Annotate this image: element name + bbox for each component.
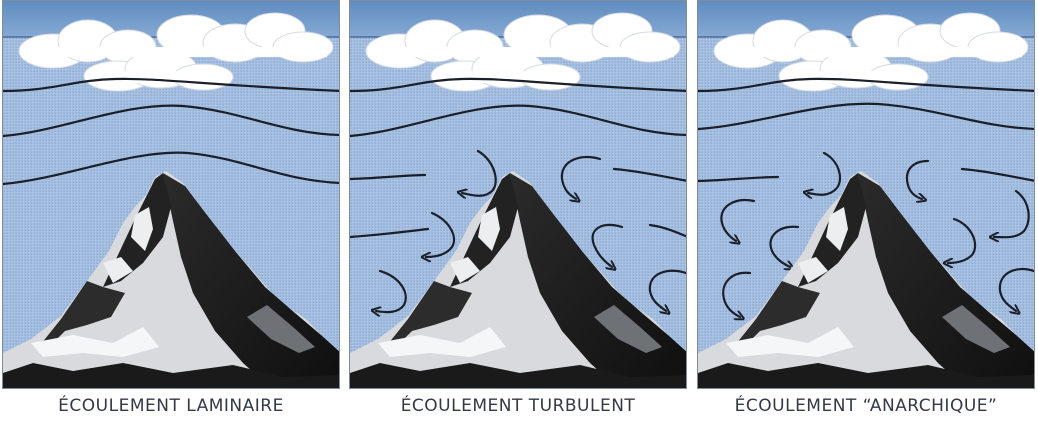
eddy-arrow <box>720 199 756 241</box>
eddy-arrows <box>720 151 1034 317</box>
eddy-arrow <box>722 271 752 317</box>
flow-lines <box>698 77 1034 183</box>
flow-line <box>350 77 686 93</box>
flow-line <box>960 167 1034 182</box>
flow-line <box>350 227 430 239</box>
eddy-arrow <box>648 269 686 311</box>
eddy-arrow <box>462 149 497 196</box>
panel-anarchic-flow <box>697 0 1035 389</box>
eddy-arrow <box>591 223 624 267</box>
caption-anarchic: ÉCOULEMENT “ANARCHIQUE” <box>734 396 998 416</box>
panel-turbulent-flow <box>349 0 687 389</box>
eddy-arrow <box>998 267 1034 311</box>
eddy-arrow <box>994 189 1030 237</box>
laminar-flow-illustration <box>3 1 339 388</box>
mountain-peak <box>698 171 1034 388</box>
mountain-peak <box>350 171 686 388</box>
cloud-group <box>365 12 681 92</box>
eddy-arrow <box>426 211 456 257</box>
flow-lines <box>350 77 686 239</box>
anarchic-flow-illustration <box>698 1 1034 388</box>
flow-line <box>612 167 686 182</box>
flow-line <box>698 102 1034 131</box>
flow-line <box>648 223 686 238</box>
eddy-arrow <box>905 159 930 199</box>
flow-line <box>350 173 427 181</box>
eddy-arrow <box>948 217 977 263</box>
eddy-arrows <box>376 149 686 312</box>
flow-line <box>3 77 339 93</box>
flow-line <box>3 151 339 186</box>
flow-line <box>3 104 339 138</box>
flow-lines <box>3 77 339 186</box>
turbulent-flow-illustration <box>350 1 686 388</box>
flow-line <box>350 104 686 138</box>
caption-laminar: ÉCOULEMENT LAMINAIRE <box>58 396 284 416</box>
eddy-arrow <box>376 269 407 312</box>
mountain-peak <box>3 171 339 388</box>
eddy-arrow <box>769 225 800 267</box>
flow-line <box>698 77 1034 93</box>
panel-laminar-flow <box>2 0 340 389</box>
flow-line <box>698 175 780 183</box>
cloud-group <box>713 12 1029 92</box>
eddy-arrow <box>560 155 602 199</box>
cloud-group <box>18 12 334 92</box>
caption-turbulent: ÉCOULEMENT TURBULENT <box>400 396 636 416</box>
eddy-arrow <box>808 151 842 195</box>
